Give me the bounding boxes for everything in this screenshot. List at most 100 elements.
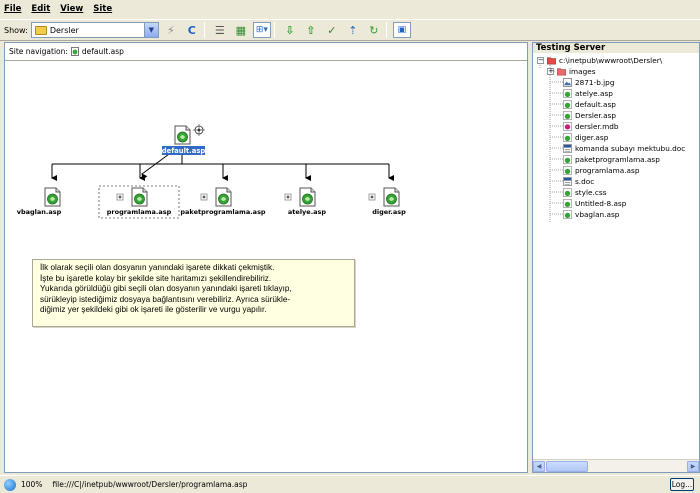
point-to-file-icon[interactable] — [193, 124, 205, 136]
tree-item[interactable]: programlama.asp — [563, 165, 639, 176]
tooltip-line: sürükleyip istediğimiz dosyaya bağlantıs… — [40, 294, 291, 304]
site-map-node[interactable]: paketprogramlama.asp — [180, 187, 266, 216]
tree-item-label: Dersler.asp — [575, 111, 616, 120]
asp-file-icon — [563, 89, 572, 98]
check-in-icon[interactable]: ⇡ — [348, 23, 358, 37]
horizontal-scrollbar[interactable]: ◀ ▶ — [533, 459, 699, 472]
tree-item[interactable]: komanda subayı mektubu.doc — [563, 143, 685, 154]
site-map-root[interactable]: default.asp — [162, 124, 206, 155]
tree-item[interactable]: style.css — [563, 187, 606, 198]
tree-item-label: dersler.mdb — [575, 122, 619, 131]
site-map-node-label: paketprogramlama.asp — [180, 208, 266, 216]
refresh-icon[interactable]: C — [187, 23, 196, 37]
word-file-icon — [563, 177, 572, 186]
tree-item[interactable]: images — [557, 66, 596, 77]
tree-item[interactable]: 2871-b.jpg — [563, 77, 614, 88]
tree-item[interactable]: paketprogramlama.asp — [563, 154, 660, 165]
folder-icon — [34, 25, 47, 35]
scroll-right-icon[interactable]: ▶ — [687, 461, 699, 472]
menu-edit[interactable]: Edit — [31, 4, 51, 14]
tree-item[interactable]: diger.asp — [563, 132, 608, 143]
asp-file-icon — [215, 187, 232, 207]
toolbar-separator — [385, 22, 387, 38]
connect-icon[interactable]: ⚡ — [166, 23, 175, 37]
word-file-icon — [563, 144, 572, 153]
site-map-node[interactable]: vbaglan.asp — [17, 187, 62, 216]
menu-site[interactable]: Site — [93, 4, 113, 14]
status-path: file:///C|/inetpub/wwwroot/Dersler/progr… — [52, 480, 248, 489]
menu-file[interactable]: File — [4, 4, 22, 14]
scroll-left-icon[interactable]: ◀ — [533, 461, 545, 472]
put-icon[interactable]: ⇧ — [306, 23, 316, 37]
asp-file-icon — [563, 100, 572, 109]
tree-item-label: Untitled-8.asp — [575, 199, 627, 208]
tree-item-label: default.asp — [575, 100, 616, 109]
testing-server-title: Testing Server — [533, 43, 699, 53]
tooltip-line: diğimiz yer şekildeki gibi ok işareti il… — [40, 305, 267, 314]
tree-item-label: atelye.asp — [575, 89, 613, 98]
chevron-down-icon[interactable]: ▼ — [143, 23, 158, 37]
asp-file-icon — [383, 187, 400, 207]
tree-item[interactable]: atelye.asp — [563, 88, 613, 99]
site-files-icon[interactable]: ☰ — [214, 23, 225, 37]
collapse-root-icon[interactable]: − — [537, 56, 544, 64]
tree-item-label: vbaglan.asp — [575, 210, 620, 219]
folder-icon — [557, 68, 566, 76]
site-navigation-label: Site navigation: — [9, 47, 68, 56]
server-folder-icon — [547, 57, 556, 65]
tree-root-label: c:\inetpub\wwwroot\Dersler\ — [559, 56, 663, 65]
show-label: Show: — [4, 25, 28, 35]
tooltip-callout: İlk olarak seçili olan dosyanın yanındak… — [32, 259, 355, 327]
asp-file-icon — [563, 210, 572, 219]
tree-item-label: style.css — [575, 188, 607, 197]
expand-folder-icon[interactable]: + — [547, 67, 554, 75]
testing-server-icon[interactable]: ▦ — [235, 23, 247, 37]
image-file-icon — [563, 78, 572, 87]
scrollbar-thumb[interactable] — [546, 461, 588, 472]
tree-item[interactable]: Untitled-8.asp — [563, 198, 626, 209]
site-map-pane: Site navigation: default.asp — [4, 42, 528, 473]
site-map-node[interactable]: programlama.asp — [107, 187, 172, 216]
synchronize-icon[interactable]: ↻ — [369, 23, 379, 37]
site-map-icon[interactable]: ⊞▾ — [252, 22, 271, 38]
site-select[interactable]: Dersler ▼ — [30, 22, 159, 38]
tree-item-label: diger.asp — [575, 133, 609, 142]
asp-file-icon — [563, 111, 572, 120]
menu-bar: File Edit View Site — [0, 0, 700, 18]
tree-item[interactable]: s.doc — [563, 176, 594, 187]
css-file-icon — [563, 188, 572, 197]
asp-file-icon — [563, 133, 572, 142]
menu-view[interactable]: View — [60, 4, 84, 14]
tree-item-label: s.doc — [575, 177, 595, 186]
tree-item[interactable]: dersler.mdb — [563, 121, 618, 132]
site-navigation-current[interactable]: default.asp — [81, 47, 124, 56]
site-map-node[interactable]: diger.asp — [368, 187, 406, 216]
tree-item-label: images — [569, 67, 596, 76]
tree-item[interactable]: default.asp — [563, 99, 616, 110]
check-out-icon[interactable]: ✓ — [327, 23, 337, 37]
tree-item-label: 2871-b.jpg — [575, 78, 615, 87]
asp-file-icon — [70, 47, 79, 56]
tree-item[interactable]: vbaglan.asp — [563, 209, 619, 220]
asp-file-icon — [131, 187, 148, 207]
tree-item[interactable]: Dersler.asp — [563, 110, 616, 121]
asp-file-icon — [44, 187, 61, 207]
log-button[interactable]: Log... — [670, 478, 694, 491]
tooltip-line: Yukarıda görüldüğü gibi seçili olan dosy… — [40, 284, 292, 293]
asp-file-icon — [563, 155, 572, 164]
expand-icon[interactable]: ▣ — [392, 22, 411, 38]
site-map-node[interactable]: atelye.asp — [284, 187, 326, 216]
tree-item-label: paketprogramlama.asp — [575, 155, 660, 164]
site-map-root-label: default.asp — [162, 147, 206, 155]
tree-item-label: programlama.asp — [575, 166, 640, 175]
asp-file-icon — [563, 166, 572, 175]
site-navigation-bar: Site navigation: default.asp — [5, 43, 527, 61]
toolbar: Show: Dersler ▼ ⚡ C ☰ ▦ ⊞▾ ⇩ ⇧ ✓ ⇡ ↻ ▣ — [0, 19, 700, 41]
asp-file-icon — [299, 187, 316, 207]
tree-item-label: komanda subayı mektubu.doc — [575, 144, 686, 153]
toolbar-separator — [203, 22, 205, 38]
tree-root[interactable]: c:\inetpub\wwwroot\Dersler\ — [547, 55, 662, 66]
get-icon[interactable]: ⇩ — [285, 23, 295, 37]
database-file-icon — [563, 122, 572, 131]
site-select-value: Dersler — [49, 25, 79, 35]
